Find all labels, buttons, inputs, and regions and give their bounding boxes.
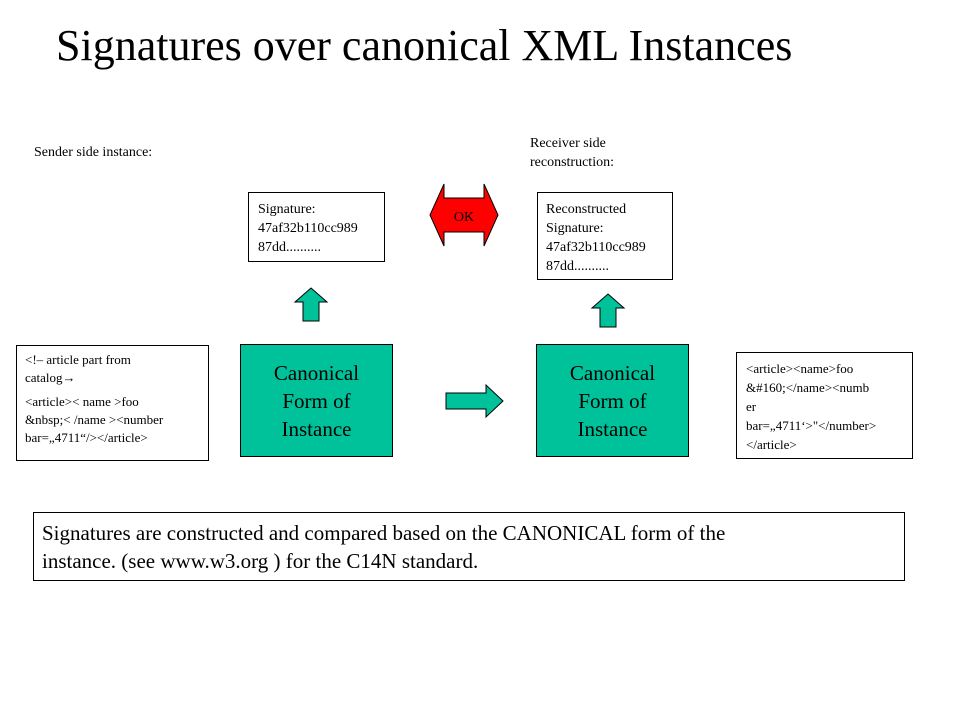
sender-comment: <!– article part from catalog→	[25, 351, 200, 387]
canonical-left-line: Canonical	[273, 360, 360, 385]
canonical-right-line: Form of	[578, 388, 647, 413]
ok-label: OK	[453, 210, 475, 225]
receiver-code-line: </article>	[746, 437, 797, 452]
ok-double-arrow	[429, 183, 499, 247]
sender-code-line: bar=„4711“/></article>	[25, 430, 148, 445]
signature-line: 87dd..........	[258, 240, 321, 255]
reconstructed-line: 87dd..........	[546, 259, 609, 274]
reconstructed-line: 47af32b110cc989	[546, 240, 646, 255]
up-arrow-left	[293, 287, 329, 322]
sender-comment-line: <!– article part from	[25, 352, 131, 367]
sender-instance-box: <!– article part from catalog→ <article>…	[16, 345, 209, 461]
receiver-side-label: Receiver side reconstruction:	[530, 134, 614, 172]
reconstructed-line: Signature:	[546, 221, 604, 236]
receiver-instance-box: <article><name>foo &#160;</name><numb er…	[736, 352, 913, 459]
receiver-code-line: er	[746, 399, 757, 414]
right-arrow	[445, 383, 504, 419]
sender-code: <article>< name >foo &nbsp;< /name ><num…	[25, 393, 200, 447]
receiver-label-line: Receiver side	[530, 136, 606, 151]
sender-code-line: <article>< name >foo	[25, 394, 139, 409]
canonical-right-text: Canonical Form of Instance	[570, 359, 655, 443]
receiver-code-line: bar=„4711‘>"</number>	[746, 418, 877, 433]
up-arrow-right	[590, 293, 626, 328]
signature-box: Signature: 47af32b110cc989 87dd.........…	[248, 192, 385, 262]
reconstructed-line: Reconstructed	[546, 202, 627, 217]
canonical-right-line: Instance	[577, 416, 648, 441]
note-line: Signatures are constructed and compared …	[42, 521, 726, 545]
canonical-form-left: Canonical Form of Instance	[240, 344, 393, 457]
reconstructed-signature-box: Reconstructed Signature: 47af32b110cc989…	[537, 192, 673, 280]
canonical-left-line: Form of	[282, 388, 351, 413]
canonical-left-line: Instance	[281, 416, 352, 441]
sender-side-label: Sender side instance:	[34, 145, 153, 160]
page-title: Signatures over canonical XML Instances	[56, 21, 793, 70]
receiver-label-line: reconstruction:	[530, 155, 614, 170]
canonical-form-right: Canonical Form of Instance	[536, 344, 689, 457]
note-line: instance. (see www.w3.org ) for the C14N…	[42, 549, 479, 573]
signature-line: Signature:	[258, 202, 316, 217]
explanation-note: Signatures are constructed and compared …	[33, 512, 905, 581]
signature-line: 47af32b110cc989	[258, 221, 358, 236]
canonical-left-text: Canonical Form of Instance	[274, 359, 359, 443]
receiver-code-line: <article><name>foo	[746, 361, 854, 376]
receiver-code-line: &#160;</name><numb	[746, 380, 870, 395]
canonical-right-line: Canonical	[569, 360, 656, 385]
sender-code-line: &nbsp;< /name ><number	[25, 412, 164, 427]
sender-comment-line: catalog→	[25, 370, 76, 385]
